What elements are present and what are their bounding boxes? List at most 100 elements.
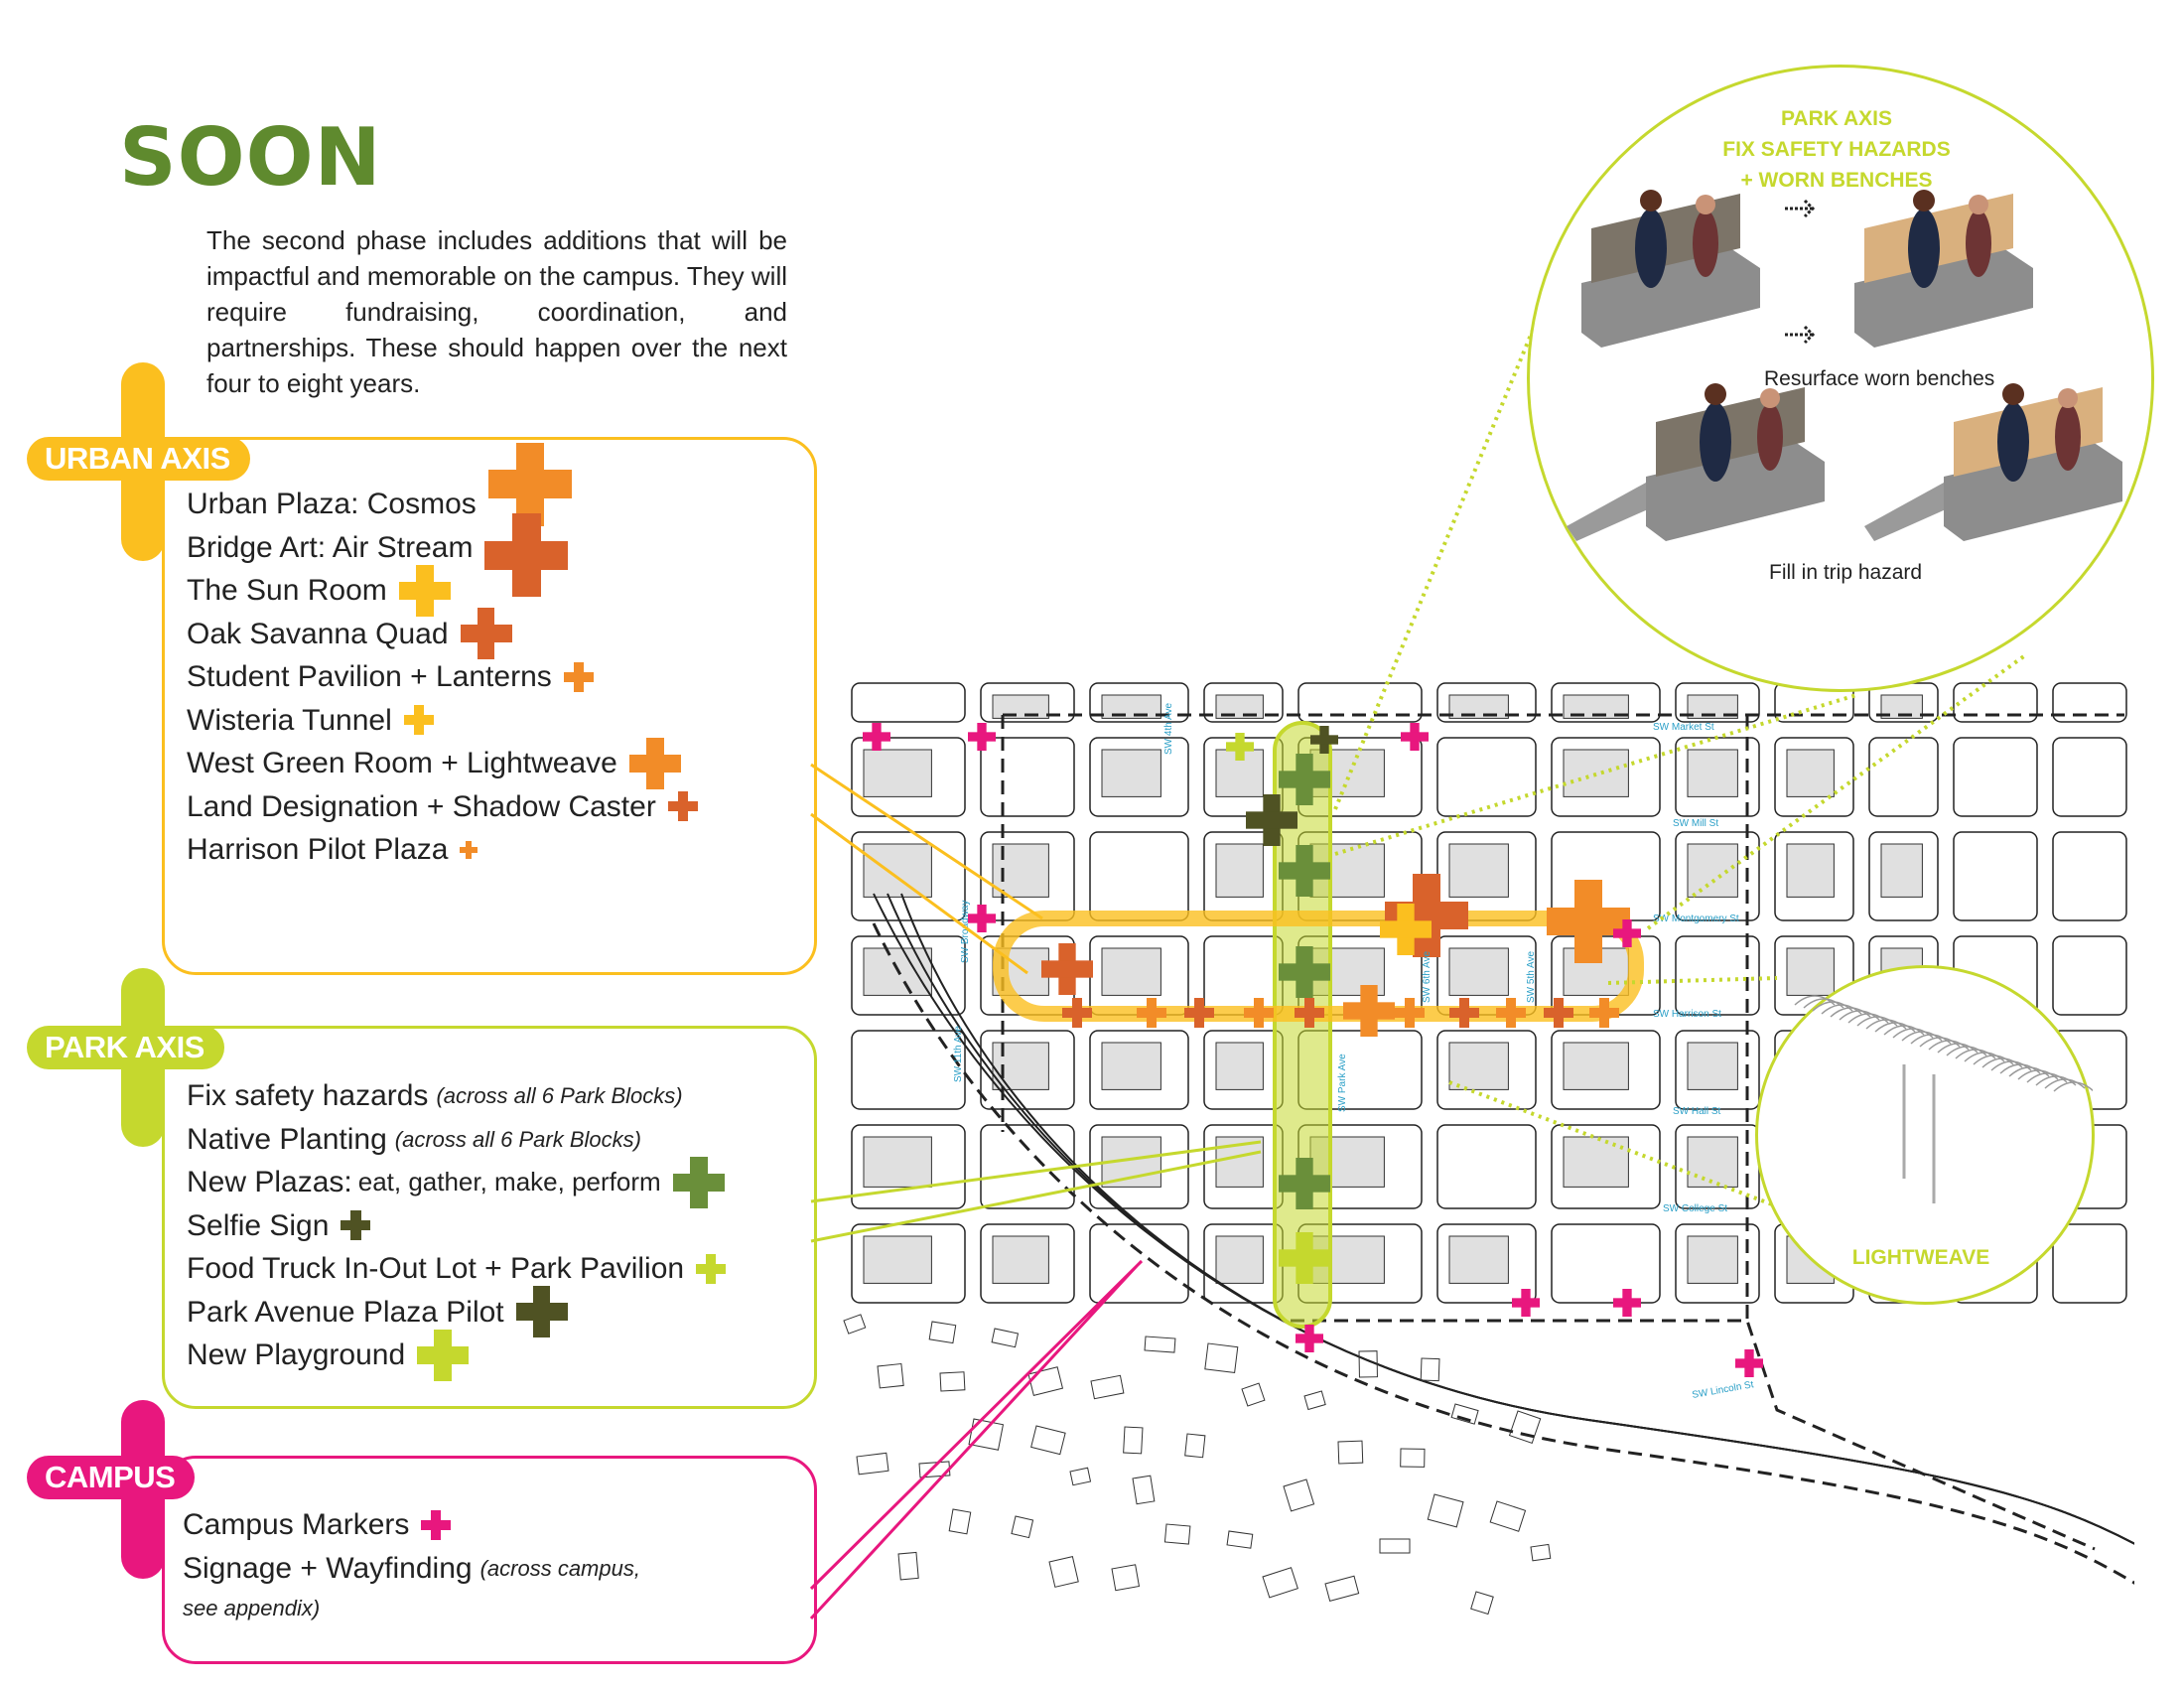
park-axis-list: Fix safety hazards(across all 6 Park Blo… [187, 1074, 727, 1381]
campus-marker-icon [1613, 928, 1641, 938]
lightweave-label: LIGHTWEAVE [1851, 1246, 1990, 1269]
list-item: Oak Savanna Quad [187, 608, 698, 660]
city-block [2052, 1223, 2127, 1304]
city-block [1551, 1124, 1661, 1209]
house [1111, 1564, 1141, 1592]
urban-marker-icon [1062, 1008, 1092, 1018]
building [1687, 1136, 1738, 1188]
city-block [1551, 737, 1661, 817]
house [1090, 1374, 1125, 1400]
urban-marker-icon [1449, 1008, 1479, 1018]
list-item: Bridge Art: Air Stream [187, 513, 698, 598]
building [1563, 1136, 1629, 1188]
building [1101, 1042, 1161, 1090]
intro-paragraph: The second phase includes additions that… [206, 225, 787, 398]
city-block [1089, 682, 1189, 723]
list-item: Park Avenue Plaza Pilot [187, 1286, 726, 1338]
lightweave-bubble [1755, 965, 2095, 1305]
house [1358, 1350, 1378, 1378]
city-block [1868, 831, 1939, 921]
item-subtext: eat, gather, make, perform [357, 1167, 661, 1196]
city-block [1675, 1030, 1760, 1110]
urban-marker-icon [1380, 920, 1432, 938]
city-block [1675, 682, 1760, 723]
bench-title-line: + WORN BENCHES [1740, 169, 1933, 192]
campus-marker-icon [1401, 732, 1429, 742]
item-label: Food Truck In-Out Lot + Park Pavilion [187, 1252, 685, 1285]
building [1687, 843, 1738, 898]
street-label: SW 6th Ave [1422, 950, 1433, 1003]
house [856, 1452, 889, 1476]
arrow-right-icon [1785, 325, 1816, 345]
urban-marker-icon [1295, 1008, 1324, 1018]
building [1448, 694, 1509, 719]
park-axis-label: PARK AXIS [27, 1026, 224, 1069]
building [1448, 1235, 1509, 1284]
house [1420, 1357, 1440, 1382]
street-label: SW Mill St [1673, 818, 1718, 829]
house [1283, 1478, 1315, 1512]
house [1123, 1426, 1144, 1455]
cross-marker-icon [460, 840, 478, 859]
park-marker-icon [1279, 1175, 1330, 1193]
house [939, 1371, 966, 1392]
park-connector-line [810, 1140, 1262, 1243]
list-item: Native Planting(across all 6 Park Blocks… [187, 1118, 726, 1162]
bench-icon [1581, 190, 1760, 348]
city-block [1774, 831, 1854, 921]
bench-icon [1864, 383, 2122, 541]
house [1204, 1342, 1239, 1374]
item-note: (across campus, [479, 1555, 640, 1581]
building [1687, 1042, 1738, 1090]
list-item: Fix safety hazards(across all 6 Park Blo… [187, 1074, 726, 1118]
building [992, 694, 1049, 719]
item-label: Park Avenue Plaza Pilot [187, 1295, 504, 1329]
city-block [2052, 737, 2127, 817]
building [1687, 1235, 1738, 1284]
building [863, 749, 932, 797]
city-block [1774, 737, 1854, 817]
building [1786, 947, 1835, 996]
building [1880, 694, 1923, 719]
house [948, 1508, 972, 1535]
city-block [851, 1124, 966, 1209]
urban-marker-icon [1343, 1002, 1395, 1020]
item-label: New Playground [187, 1338, 406, 1371]
urban-connector-line [810, 763, 1043, 975]
item-note: (across all 6 Park Blocks) [394, 1126, 641, 1152]
bench-bubble-title: PARK AXIS FIX SAFETY HAZARDS + WORN BENC… [1608, 103, 2065, 196]
city-block [1436, 682, 1537, 723]
city-block [2052, 682, 2127, 723]
cross-marker-icon [628, 737, 681, 789]
house [1262, 1567, 1298, 1599]
campus-label: CAMPUS [27, 1456, 196, 1499]
building [1563, 694, 1629, 719]
list-item: Urban Plaza: Cosmos [187, 442, 698, 526]
house [1530, 1543, 1552, 1562]
cross-marker-icon [667, 791, 698, 822]
house [1379, 1538, 1411, 1554]
city-block [1203, 682, 1284, 723]
street-label: SW Montgomery St [1653, 914, 1739, 924]
city-block [1436, 1223, 1537, 1304]
house [1011, 1515, 1034, 1539]
list-item: The Sun Room [187, 564, 698, 617]
page-title: SOON [119, 111, 382, 204]
house [1226, 1530, 1254, 1549]
street-label: SW Park Ave [1337, 1054, 1348, 1112]
item-label: The Sun Room [187, 574, 387, 607]
caption-trip-hazard: Fill in trip hazard [1769, 561, 1923, 584]
building [1215, 1235, 1264, 1284]
city-block [851, 737, 966, 817]
campus-connector-line [809, 1259, 1144, 1620]
street-label: SW 11th Ave [953, 1026, 964, 1082]
city-block [1953, 831, 2038, 921]
urban-marker-icon [1496, 1008, 1526, 1018]
campus-marker-icon [1613, 1298, 1641, 1308]
park-marker-icon [1246, 811, 1297, 829]
house [1400, 1448, 1426, 1468]
campus-note-continued: see appendix) [183, 1596, 321, 1620]
